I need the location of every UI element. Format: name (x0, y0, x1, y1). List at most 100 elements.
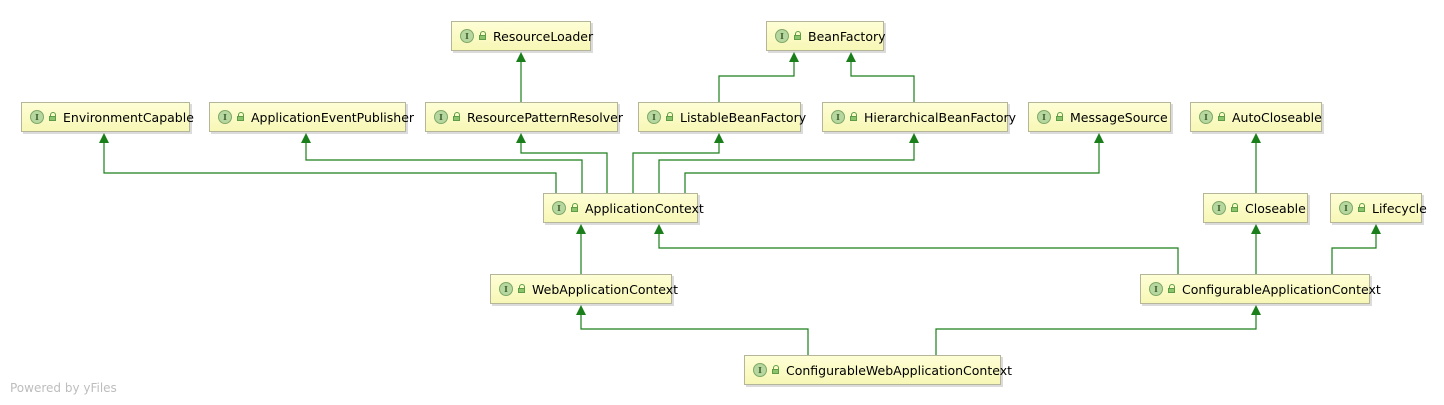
node-configurable-web-application-context[interactable]: I ConfigurableWebApplicationContext (744, 355, 1012, 385)
edge-arrowhead (909, 133, 919, 143)
node-message-source[interactable]: I MessageSource (1028, 102, 1171, 132)
node-label: ApplicationContext (585, 200, 704, 216)
interface-icon: I (1212, 201, 1226, 215)
node-label: WebApplicationContext (532, 281, 679, 297)
interface-icon: I (1199, 110, 1213, 124)
edge-line (718, 60, 795, 102)
edge-application-context-to-message-source (684, 133, 1104, 193)
edge-line (935, 313, 1257, 355)
public-access-icon (1218, 112, 1226, 122)
edge-closeable-to-auto-closeable (1251, 133, 1261, 193)
public-access-icon (1358, 203, 1366, 213)
node-closeable[interactable]: I Closeable (1203, 193, 1308, 223)
public-access-icon (794, 31, 802, 41)
public-access-icon (453, 112, 461, 122)
interface-icon: I (831, 110, 845, 124)
edge-arrowhead (301, 133, 311, 143)
interface-icon: I (30, 110, 44, 124)
watermark: Powered by yFiles (10, 381, 117, 395)
edge-arrowhead (789, 52, 799, 62)
interface-icon: I (1037, 110, 1051, 124)
edge-hierarchical-bean-factory-to-bean-factory (846, 52, 915, 102)
node-label: EnvironmentCapable (63, 109, 194, 125)
node-configurable-application-context[interactable]: I ConfigurableApplicationContext (1140, 274, 1381, 304)
node-lifecycle[interactable]: I Lifecycle (1330, 193, 1427, 223)
interface-icon: I (1339, 201, 1353, 215)
edge-application-context-to-hierarchical-bean-factory (658, 133, 919, 193)
node-label: Lifecycle (1372, 200, 1427, 216)
edge-line (1331, 232, 1377, 274)
node-application-event-publisher[interactable]: I ApplicationEventPublisher (209, 102, 414, 132)
edge-line (632, 141, 720, 193)
edge-arrowhead (1094, 133, 1104, 143)
node-label: Closeable (1245, 200, 1306, 216)
public-access-icon (479, 31, 487, 41)
node-label: ConfigurableApplicationContext (1182, 281, 1381, 297)
interface-icon: I (1149, 282, 1163, 296)
edge-arrowhead (516, 52, 526, 62)
interface-icon: I (499, 282, 513, 296)
edge-line (850, 60, 915, 102)
interface-icon: I (218, 110, 232, 124)
edge-arrowhead (1251, 305, 1261, 315)
edge-configurable-application-context-to-application-context (654, 224, 1179, 274)
edge-configurable-web-application-context-to-web-application-context (576, 305, 809, 355)
edge-arrowhead (714, 133, 724, 143)
node-application-context[interactable]: I ApplicationContext (543, 193, 704, 223)
public-access-icon (518, 284, 526, 294)
public-access-icon (237, 112, 245, 122)
interface-icon: I (460, 29, 474, 43)
edge-arrowhead (576, 224, 586, 234)
edge-line (658, 141, 915, 193)
public-access-icon (571, 203, 579, 213)
edge-arrowhead (99, 133, 109, 143)
node-label: ApplicationEventPublisher (251, 109, 415, 125)
node-web-application-context[interactable]: I WebApplicationContext (490, 274, 678, 304)
edge-application-context-to-application-event-publisher (301, 133, 583, 193)
edge-configurable-application-context-to-lifecycle (1331, 224, 1381, 274)
public-access-icon (1231, 203, 1239, 213)
edge-arrowhead (1251, 224, 1261, 234)
edge-web-application-context-to-application-context (576, 224, 586, 274)
interface-icon: I (753, 363, 767, 377)
interface-icon: I (552, 201, 566, 215)
edge-arrowhead (1251, 133, 1261, 143)
public-access-icon (49, 112, 57, 122)
edge-arrowhead (1371, 224, 1381, 234)
edge-arrowhead (846, 52, 856, 62)
node-listable-bean-factory[interactable]: I ListableBeanFactory (638, 102, 806, 132)
edge-arrowhead (654, 224, 664, 234)
edge-line (103, 141, 557, 193)
node-label: BeanFactory (808, 28, 886, 44)
edge-resource-pattern-resolver-to-resource-loader (516, 52, 526, 102)
edge-application-context-to-listable-bean-factory (632, 133, 724, 193)
interface-icon: I (775, 29, 789, 43)
node-hierarchical-bean-factory[interactable]: I HierarchicalBeanFactory (822, 102, 1016, 132)
node-label: ListableBeanFactory (680, 109, 807, 125)
public-access-icon (1168, 284, 1176, 294)
node-label: ConfigurableWebApplicationContext (786, 362, 1012, 378)
public-access-icon (1056, 112, 1064, 122)
edge-line (520, 141, 608, 193)
edge-arrowhead (576, 305, 586, 315)
edge-line (658, 232, 1179, 274)
node-auto-closeable[interactable]: I AutoCloseable (1190, 102, 1322, 132)
edge-line (305, 141, 583, 193)
edge-line (684, 141, 1100, 193)
node-label: AutoCloseable (1232, 109, 1322, 125)
node-resource-pattern-resolver[interactable]: I ResourcePatternResolver (425, 102, 623, 132)
node-environment-capable[interactable]: I EnvironmentCapable (21, 102, 194, 132)
node-label: MessageSource (1070, 109, 1168, 125)
edge-application-context-to-resource-pattern-resolver (516, 133, 608, 193)
node-bean-factory[interactable]: I BeanFactory (766, 21, 886, 51)
node-label: ResourcePatternResolver (467, 109, 623, 125)
interface-icon: I (434, 110, 448, 124)
public-access-icon (666, 112, 674, 122)
node-label: HierarchicalBeanFactory (864, 109, 1017, 125)
edge-configurable-application-context-to-closeable (1251, 224, 1261, 274)
public-access-icon (850, 112, 858, 122)
interface-icon: I (647, 110, 661, 124)
edge-listable-bean-factory-to-bean-factory (718, 52, 799, 102)
